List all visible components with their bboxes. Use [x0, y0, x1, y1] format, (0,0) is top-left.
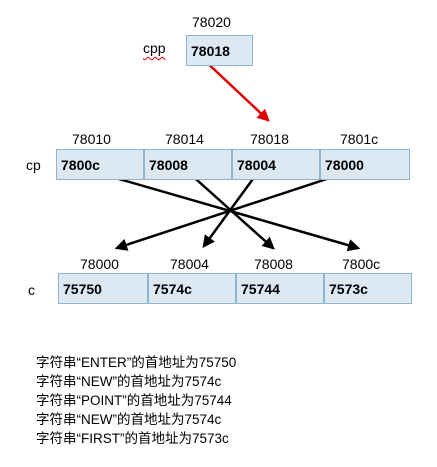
cpp-cell: 78018: [186, 35, 253, 66]
cp2-to-c1-arrow: [202, 171, 260, 249]
c-address-3: 7800c: [342, 256, 381, 272]
c-cell-0: 75750: [58, 273, 148, 304]
note-line: 字符串“POINT”的首地址为75744: [36, 393, 232, 408]
cp-address-3: 7801c: [340, 131, 379, 147]
c-cell-2: 75744: [236, 273, 324, 304]
cp-cell-2: 78004: [232, 149, 320, 180]
c-address-0: 78000: [80, 256, 119, 272]
cp-address-1: 78014: [165, 131, 204, 147]
cp-cell-0: 7800c: [56, 149, 144, 180]
note-line: 字符串“FIRST”的首地址为7573c: [36, 431, 229, 446]
cp-address-0: 78010: [72, 131, 111, 147]
note-line: 字符串“ENTER”的首地址为75750: [36, 355, 237, 370]
cp-cell-3: 78000: [320, 149, 410, 180]
cp-cell-1: 78008: [144, 149, 232, 180]
cp0-to-c3-arrow: [94, 170, 361, 252]
cp3-to-c0-arrow: [114, 170, 349, 251]
cpp-label: cpp: [143, 40, 166, 56]
cp-array: 7800c 78008 78004 78000: [56, 149, 410, 180]
cp-address-2: 78018: [250, 131, 289, 147]
note-line: 字符串“NEW”的首地址为7574c: [36, 412, 222, 427]
cpp-to-cp-arrow: [201, 57, 270, 122]
c-cell-1: 7574c: [148, 273, 236, 304]
cpp-address: 78020: [192, 14, 231, 30]
c-cell-3: 7573c: [324, 273, 412, 304]
c-address-1: 78004: [170, 256, 209, 272]
address-notes: 字符串“ENTER”的首地址为75750 字符串“NEW”的首地址为7574c …: [36, 353, 236, 448]
cp-label: cp: [26, 157, 41, 173]
c-address-2: 78008: [254, 256, 293, 272]
c-array: 75750 7574c 75744 7573c: [58, 273, 412, 304]
c-label: c: [28, 282, 35, 298]
note-line: 字符串“NEW”的首地址为7574c: [36, 374, 222, 389]
